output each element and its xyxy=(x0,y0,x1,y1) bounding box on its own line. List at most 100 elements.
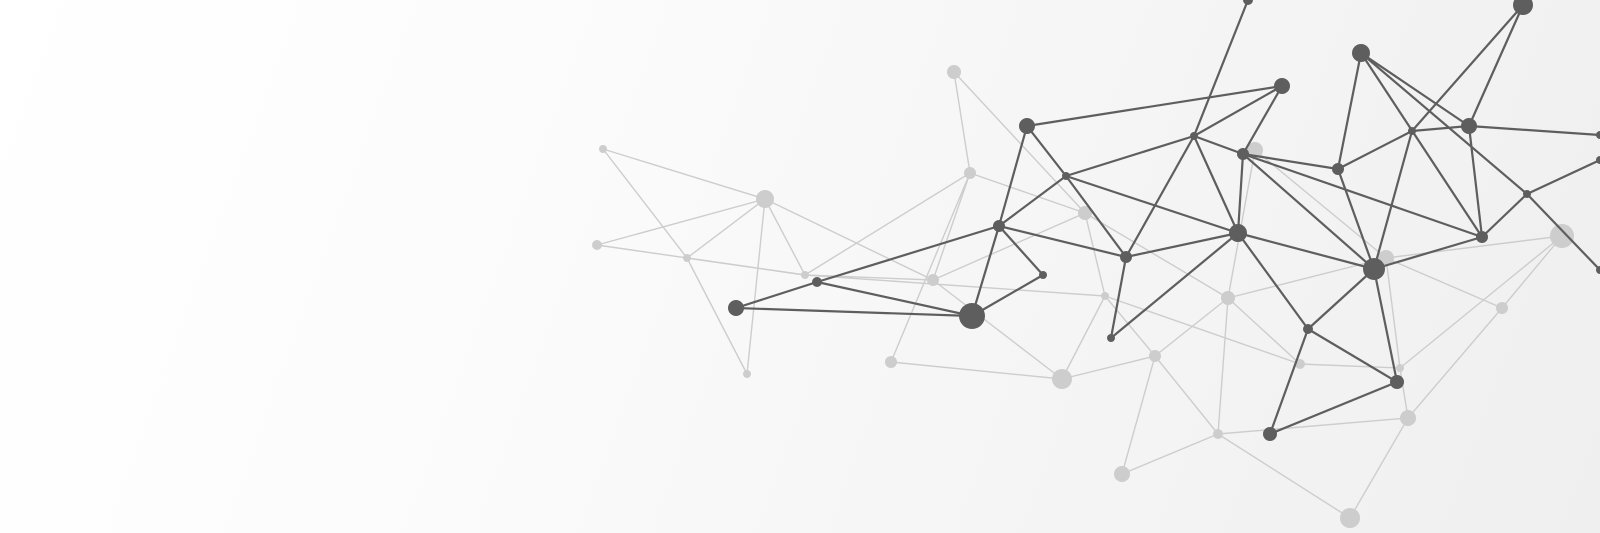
light-network-node xyxy=(1221,291,1235,305)
dark-network-edge xyxy=(1242,153,1375,270)
dark-network-edge xyxy=(1337,130,1413,170)
dark-network-edge xyxy=(1526,193,1600,271)
light-network-edge xyxy=(764,198,806,276)
light-network-edge xyxy=(1061,295,1106,380)
dark-network-edge xyxy=(1242,152,1483,239)
dark-network-node xyxy=(1243,0,1253,5)
light-network-node xyxy=(885,356,897,368)
dark-network-edge xyxy=(1307,328,1398,383)
light-network-edge xyxy=(804,172,971,276)
light-network-edge xyxy=(1061,355,1156,380)
dark-network-edge xyxy=(1237,232,1309,330)
light-network-node xyxy=(1247,142,1263,158)
dark-network-edge xyxy=(1360,52,1483,238)
dark-network-node xyxy=(1523,190,1531,198)
dark-network-edge xyxy=(998,175,1067,227)
dark-network-node xyxy=(812,277,822,287)
dark-network-node xyxy=(1190,132,1198,140)
dark-network-node xyxy=(1237,148,1249,160)
dark-network-layer xyxy=(728,0,1600,441)
dark-network-edge xyxy=(735,280,818,310)
dark-network-edge xyxy=(1026,125,1067,177)
light-network-node xyxy=(947,65,961,79)
dark-network-edge xyxy=(1236,153,1245,234)
light-network-edge xyxy=(1217,417,1409,435)
light-network-edge xyxy=(596,198,766,246)
dark-network-edge xyxy=(970,225,1001,317)
dark-network-edge xyxy=(1242,152,1339,171)
dark-network-node xyxy=(728,300,744,316)
dark-network-node xyxy=(1596,131,1600,139)
dark-network-node xyxy=(1352,44,1370,62)
light-network-node xyxy=(756,190,774,208)
dark-network-edge xyxy=(1360,52,1528,195)
light-network-node xyxy=(1496,302,1508,314)
light-network-edge xyxy=(1299,363,1401,369)
dark-network-edge xyxy=(735,306,973,318)
light-network-edge xyxy=(1227,149,1256,299)
dark-network-edge xyxy=(1336,52,1363,170)
light-network-node xyxy=(1295,359,1305,369)
dark-network-node xyxy=(1513,0,1533,15)
light-network-edge xyxy=(1227,257,1387,299)
dark-network-node xyxy=(1461,118,1477,134)
dark-network-edge xyxy=(1242,85,1283,155)
light-network-edge xyxy=(746,198,766,375)
dark-network-node xyxy=(1408,127,1416,135)
light-network-edge xyxy=(1385,235,1563,259)
dark-network-edge xyxy=(1269,380,1398,436)
dark-network-edge xyxy=(1336,168,1376,270)
light-network-edge xyxy=(686,257,806,276)
light-network-edge xyxy=(764,198,934,281)
dark-network-edge xyxy=(997,125,1029,227)
light-network-edge xyxy=(1121,355,1156,475)
dark-network-edge xyxy=(1372,268,1399,383)
dark-network-edge xyxy=(816,280,973,318)
dark-network-node xyxy=(1303,324,1313,334)
dark-network-edge xyxy=(1125,135,1195,258)
light-network-node xyxy=(683,254,691,262)
light-network-edge xyxy=(1084,212,1229,299)
dark-network-edge xyxy=(1065,174,1239,235)
dark-network-edge xyxy=(1360,52,1470,127)
light-network-node xyxy=(927,274,939,286)
light-network-edge xyxy=(1217,297,1229,435)
light-network-edge xyxy=(1154,355,1219,435)
dark-network-edge xyxy=(1268,328,1310,435)
light-network-edge xyxy=(686,257,748,375)
dark-network-node xyxy=(1390,375,1404,389)
light-network-node xyxy=(1396,364,1404,372)
dark-network-edge xyxy=(1192,135,1240,234)
dark-network-edge xyxy=(1411,4,1524,132)
dark-network-node xyxy=(1332,163,1344,175)
light-network-edge xyxy=(1104,295,1301,365)
light-network-edge xyxy=(1501,235,1563,309)
dark-network-edge xyxy=(1526,159,1600,195)
light-network-edge xyxy=(1385,257,1503,309)
light-network-edge xyxy=(932,212,1086,281)
light-network-edge xyxy=(890,172,971,363)
light-network-edge xyxy=(1217,433,1351,519)
dark-network-edge xyxy=(1065,175,1127,258)
dark-network-node xyxy=(1476,231,1488,243)
dark-network-edge xyxy=(971,274,1044,317)
light-network-node xyxy=(1149,350,1161,362)
light-network-edge xyxy=(1399,235,1563,369)
light-network-node xyxy=(1052,369,1072,389)
light-network-node xyxy=(1101,292,1109,300)
light-network-node xyxy=(592,240,602,250)
light-network-edge xyxy=(686,198,766,259)
dark-network-edge xyxy=(816,224,1000,284)
dark-network-node xyxy=(1229,224,1247,242)
light-network-edge xyxy=(1385,257,1401,369)
dark-network-node xyxy=(1107,334,1115,342)
dark-network-edge xyxy=(1125,231,1239,259)
dark-network-edge xyxy=(1372,130,1414,270)
light-network-edge xyxy=(804,274,1106,297)
light-network-edge xyxy=(969,172,1086,214)
dark-network-edge xyxy=(1193,134,1244,156)
dark-network-edge xyxy=(1237,231,1375,271)
light-network-node xyxy=(1400,410,1416,426)
